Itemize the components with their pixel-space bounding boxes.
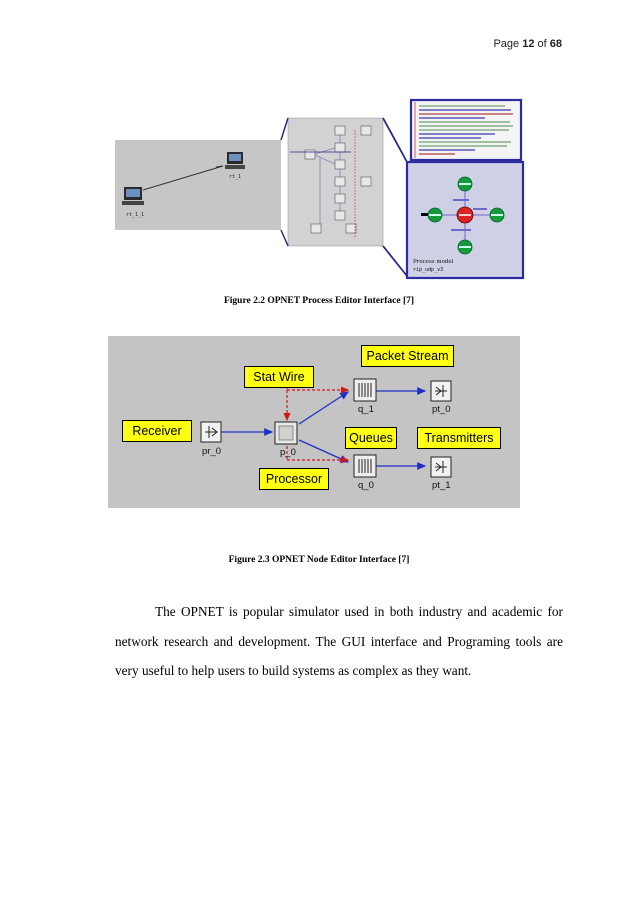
pc-left-label: rt_1_1 <box>126 212 144 218</box>
pc-right-label: rt_1 <box>229 174 241 180</box>
network-link <box>142 165 224 191</box>
process-editor-figure: rt_1_1 rt_1 <box>115 98 527 282</box>
process-model-name: rip_udp_v3 <box>413 267 443 273</box>
body-paragraph: The OPNET is popular simulator used in b… <box>115 604 563 679</box>
node-editor-modules <box>304 125 372 234</box>
page-number: Page 12 of 68 <box>493 38 562 50</box>
code-lines <box>419 105 513 155</box>
node-label-q0: q_0 <box>358 480 374 491</box>
node-editor-links <box>314 135 341 224</box>
node-editor-figure: pr_0 p_0 q_1 q_0 pt_0 pt_1 Receiver Stat… <box>108 336 520 508</box>
callout-packet-stream: Packet Stream <box>361 345 454 367</box>
stream-p0-q1 <box>298 391 350 425</box>
page-prefix: Page <box>493 38 523 50</box>
node-label-q1: q_1 <box>358 404 374 415</box>
callout-processor: Processor <box>259 468 329 490</box>
node-editor-diagram <box>200 376 452 478</box>
process-fsm <box>421 176 505 255</box>
process-editor-illustration: rt_1_1 rt_1 <box>115 98 525 280</box>
pc-icon-right <box>225 152 245 169</box>
process-model-label: Process model <box>413 259 454 265</box>
page-total: 68 <box>549 38 562 50</box>
queue-q1-icon <box>353 378 377 402</box>
callout-receiver: Receiver <box>122 420 192 442</box>
processor-module-icon <box>274 421 298 445</box>
page-current: 12 <box>522 38 535 50</box>
figure2-caption: Figure 2.3 OPNET Node Editor Interface [… <box>228 555 410 565</box>
callout-transmitters: Transmitters <box>417 427 501 449</box>
transmitter-pt1-icon <box>430 456 452 478</box>
pc-icon-left <box>122 187 144 205</box>
callout-stat-wire: Stat Wire <box>244 366 314 388</box>
page-sep: of <box>534 38 550 50</box>
node-label-pt0: pt_0 <box>432 404 451 415</box>
stream-p0-q0 <box>298 439 350 463</box>
figure1-caption: Figure 2.2 OPNET Process Editor Interfac… <box>223 296 415 306</box>
node-label-pr0: pr_0 <box>202 446 222 457</box>
queue-q0-icon <box>353 454 377 478</box>
receiver-module-icon <box>200 421 222 443</box>
callout-queues: Queues <box>345 427 397 449</box>
transmitter-pt0-icon <box>430 380 452 402</box>
node-label-pt1: pt_1 <box>432 480 451 491</box>
node-label-p0: p_0 <box>280 447 296 458</box>
network-window <box>115 140 281 230</box>
